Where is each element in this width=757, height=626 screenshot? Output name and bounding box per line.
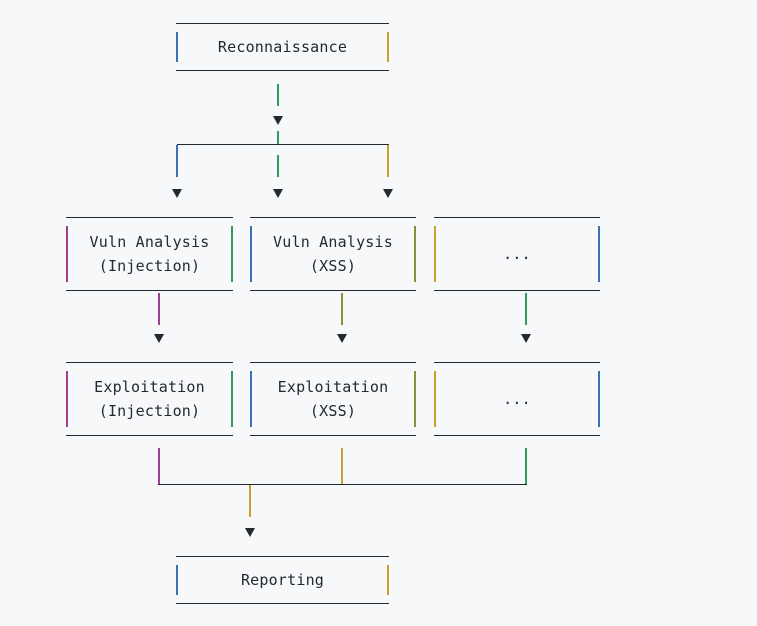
node-sublabel: (Injection) xyxy=(98,402,201,420)
reporting-node: Reporting xyxy=(176,556,389,604)
box-side-bar xyxy=(250,226,252,282)
node-label: Exploitation xyxy=(277,378,389,396)
vuln-analysis-xss-node: Vuln Analysis (XSS) xyxy=(250,217,416,291)
node-label: Vuln Analysis xyxy=(89,233,210,251)
box-side-bar xyxy=(176,565,178,595)
node-label: Reconnaissance xyxy=(217,38,348,56)
connector-line xyxy=(525,293,527,325)
node-label: Vuln Analysis xyxy=(273,233,393,251)
box-side-bar xyxy=(387,32,389,62)
node-label: ... xyxy=(503,390,531,408)
box-side-bar xyxy=(231,226,233,282)
node-sublabel: (Injection) xyxy=(98,257,201,275)
box-side-bar xyxy=(176,32,178,62)
connector-line xyxy=(387,145,389,177)
box-side-bar xyxy=(434,226,436,282)
vuln-analysis-injection-node: Vuln Analysis (Injection) xyxy=(66,217,233,291)
connector-line xyxy=(158,448,160,484)
connector-line xyxy=(158,293,160,325)
reconnaissance-node: Reconnaissance xyxy=(176,23,389,71)
down-arrow-icon xyxy=(383,189,393,198)
connector-line xyxy=(277,155,279,177)
down-arrow-icon xyxy=(273,116,283,125)
connector-line xyxy=(277,84,279,106)
down-arrow-icon xyxy=(172,189,182,198)
connector-line xyxy=(249,485,251,517)
connector-line xyxy=(341,448,343,484)
node-sublabel: (XSS) xyxy=(309,257,357,275)
box-side-bar xyxy=(598,226,600,282)
connector-line xyxy=(525,448,527,484)
box-side-bar xyxy=(598,371,600,427)
connector-line xyxy=(277,131,279,144)
connector-line xyxy=(176,145,178,177)
box-side-bar xyxy=(387,565,389,595)
exploitation-xss-node: Exploitation (XSS) xyxy=(250,362,416,436)
connector-line xyxy=(158,484,527,485)
exploitation-injection-node: Exploitation (Injection) xyxy=(66,362,233,436)
box-side-bar xyxy=(66,371,68,427)
node-sublabel: (XSS) xyxy=(309,402,357,420)
box-side-bar xyxy=(231,371,233,427)
down-arrow-icon xyxy=(245,528,255,537)
box-side-bar xyxy=(434,371,436,427)
box-side-bar xyxy=(414,226,416,282)
node-label: Reporting xyxy=(240,571,325,589)
vuln-analysis-more-node: ... xyxy=(434,217,600,291)
node-label: Exploitation xyxy=(94,378,205,396)
exploitation-more-node: ... xyxy=(434,362,600,436)
box-side-bar xyxy=(414,371,416,427)
down-arrow-icon xyxy=(521,334,531,343)
box-side-bar xyxy=(66,226,68,282)
down-arrow-icon xyxy=(337,334,347,343)
box-side-bar xyxy=(250,371,252,427)
connector-line xyxy=(177,144,389,145)
connector-line xyxy=(341,293,343,325)
down-arrow-icon xyxy=(154,334,164,343)
node-label: ... xyxy=(503,245,531,263)
down-arrow-icon xyxy=(273,189,283,198)
